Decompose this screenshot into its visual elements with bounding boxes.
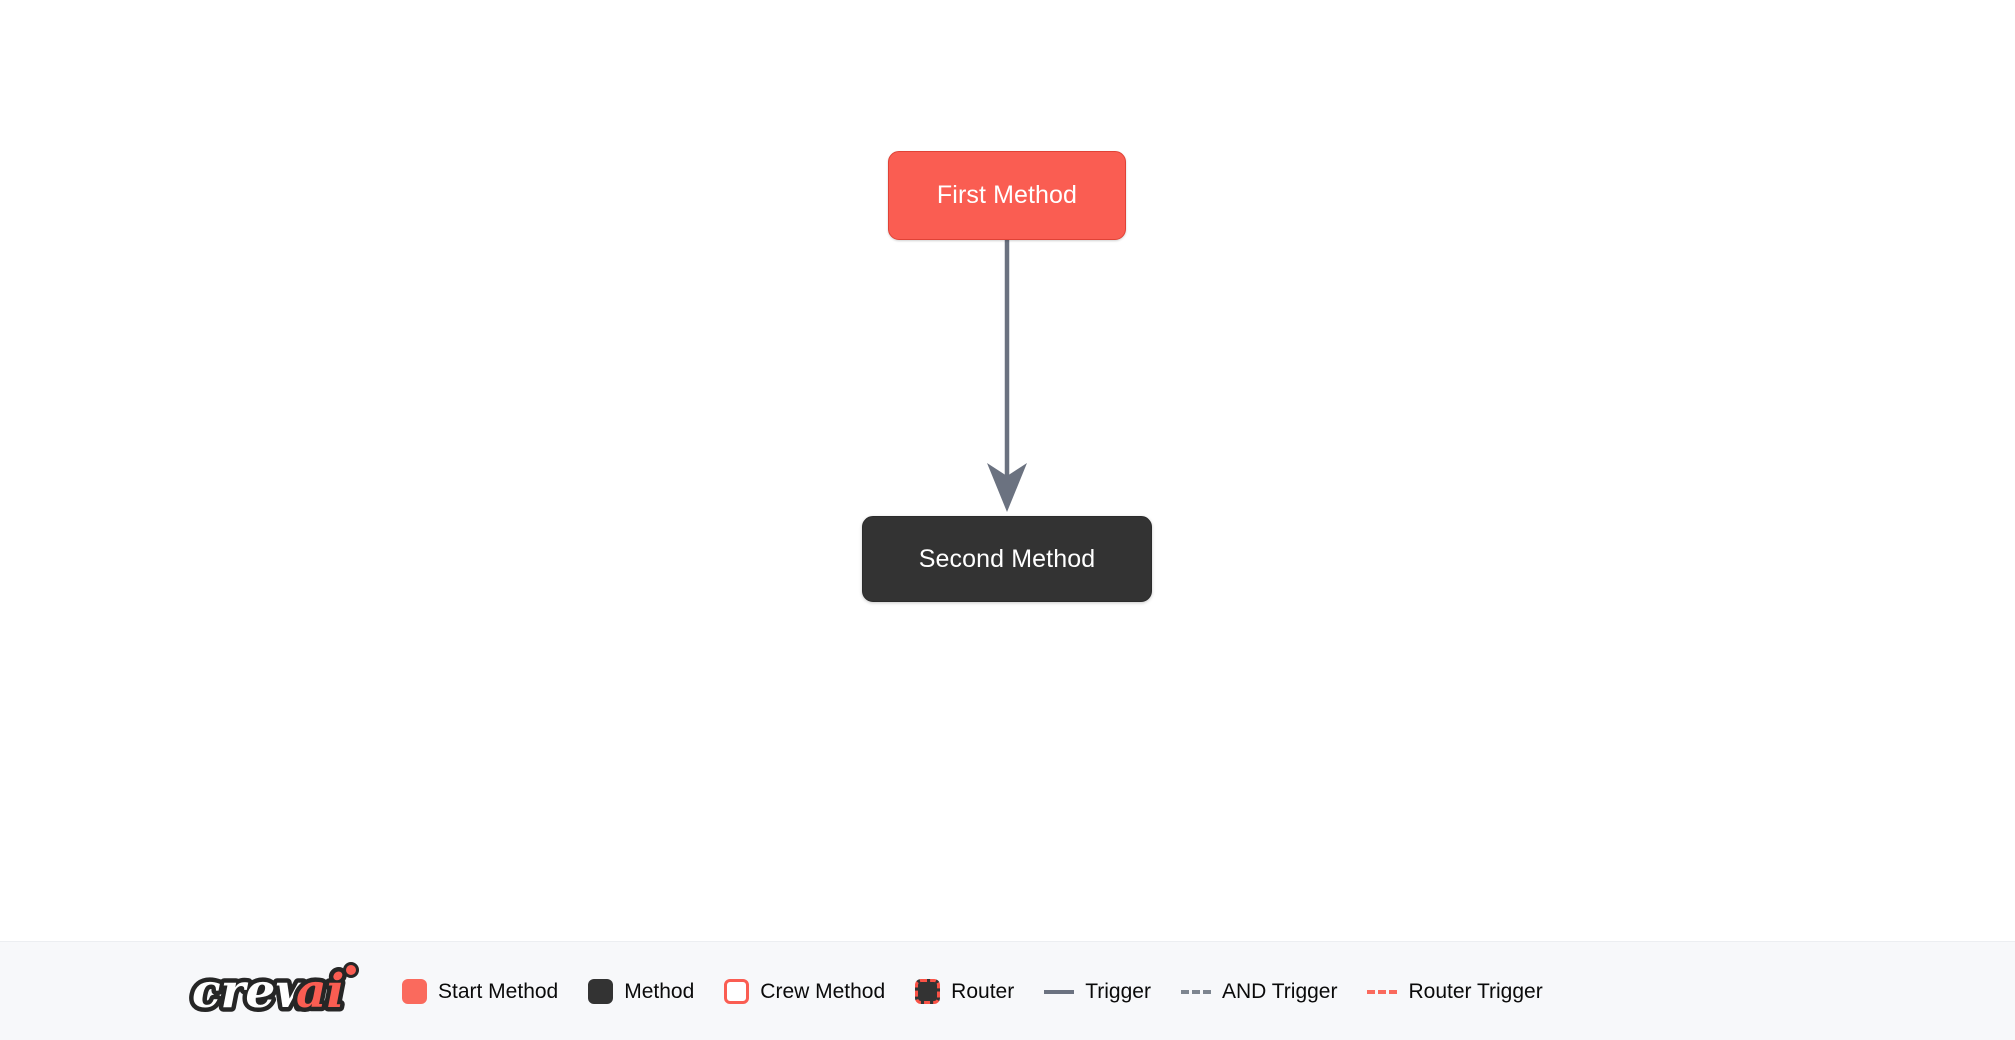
edge-layer — [987, 240, 1027, 512]
legend-bar: crew crew ai ai Start Method Method Crew… — [0, 941, 2015, 1040]
node-first-method[interactable]: First Method — [888, 151, 1126, 240]
svg-text:ai: ai — [296, 964, 344, 1019]
line-router-trigger-icon — [1367, 989, 1398, 994]
svg-text:ai: ai — [296, 964, 344, 1019]
legend-item-and-trigger[interactable]: AND Trigger — [1180, 979, 1338, 1003]
edge-first-to-second[interactable] — [987, 240, 1027, 512]
legend-label: Crew Method — [760, 979, 886, 1003]
swatch-crew-method-icon — [724, 978, 750, 1004]
legend-item-router-trigger[interactable]: Router Trigger — [1367, 979, 1543, 1003]
legend-label: AND Trigger — [1221, 979, 1338, 1003]
legend-label: Router Trigger — [1408, 979, 1543, 1003]
node-label: First Method — [936, 181, 1078, 209]
arrowhead-icon — [987, 463, 1027, 512]
legend-items: Start Method Method Crew Method Router T… — [402, 978, 1573, 1004]
node-label: Second Method — [918, 544, 1096, 573]
legend-label: Start Method — [438, 979, 559, 1003]
legend-item-trigger[interactable]: Trigger — [1044, 981, 1151, 1002]
line-trigger-icon — [1044, 989, 1075, 994]
svg-text:crew: crew — [192, 964, 317, 1019]
swatch-method-icon — [588, 978, 614, 1004]
legend-label: Trigger — [1085, 979, 1151, 1003]
legend-item-crew-method[interactable]: Crew Method — [724, 978, 886, 1004]
legend-item-start-method[interactable]: Start Method — [402, 978, 559, 1004]
crewai-logo[interactable]: crew crew ai ai — [188, 959, 364, 1023]
svg-text:crew: crew — [192, 964, 317, 1019]
legend-label: Router — [951, 979, 1015, 1003]
line-and-trigger-icon — [1180, 989, 1211, 994]
flow-canvas[interactable]: First Method Second Method — [0, 0, 2015, 941]
node-second-method[interactable]: Second Method — [862, 516, 1152, 602]
swatch-router-icon — [915, 978, 941, 1004]
legend-item-method[interactable]: Method — [588, 978, 695, 1004]
legend-item-router[interactable]: Router — [915, 978, 1015, 1004]
swatch-start-method-icon — [402, 978, 427, 1004]
legend-label: Method — [624, 979, 695, 1003]
